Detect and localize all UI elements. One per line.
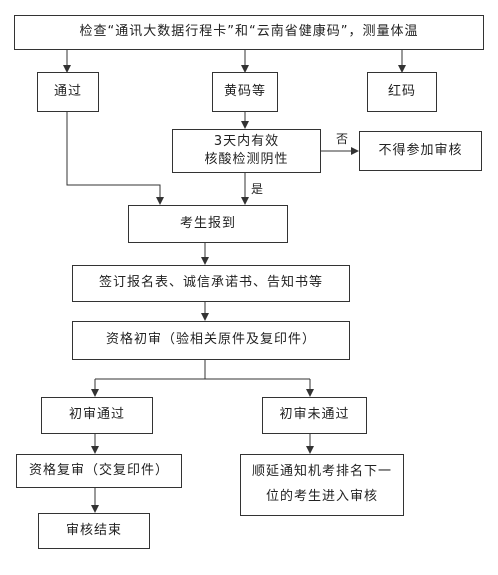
deny-box: 不得参加审核 [359, 131, 482, 171]
check-text: 检查“通讯大数据行程卡”和“云南省健康码”，测量体温 [79, 24, 419, 40]
yellow-code-text: 黄码等 [223, 83, 266, 99]
no-label: 否 [336, 132, 349, 146]
red-code-text: 红码 [387, 83, 416, 99]
initial-review-box: 资格初审（验相关原件及复印件） [72, 321, 350, 360]
yes-label: 是 [251, 182, 264, 196]
initial-review-text: 资格初审（验相关原件及复印件） [105, 332, 316, 348]
check-box: 检查“通讯大数据行程卡”和“云南省健康码”，测量体温 [14, 15, 484, 50]
next-candidate-line2: 位的考生进入审核 [265, 489, 378, 504]
register-text: 考生报到 [179, 215, 236, 231]
yellow-code-box: 黄码等 [212, 72, 278, 112]
pass-box: 通过 [37, 72, 99, 112]
sign-text: 签订报名表、诚信承诺书、告知书等 [98, 275, 323, 291]
initial-fail-text: 初审未通过 [279, 407, 350, 423]
re-review-box: 资格复审（交复印件） [16, 454, 182, 488]
initial-pass-box: 初审通过 [41, 397, 153, 434]
register-box: 考生报到 [128, 205, 288, 243]
initial-fail-box: 初审未通过 [262, 397, 367, 434]
end-box: 审核结束 [38, 513, 150, 549]
nucleic-test-box: 3天内有效 核酸检测阴性 [172, 129, 321, 173]
re-review-text: 资格复审（交复印件） [28, 462, 169, 478]
sign-box: 签订报名表、诚信承诺书、告知书等 [72, 265, 350, 302]
red-code-box: 红码 [367, 72, 437, 112]
deny-text: 不得参加审核 [378, 142, 463, 158]
pass-text: 通过 [53, 83, 82, 99]
nucleic-test-line2: 核酸检测阴性 [204, 152, 289, 167]
nucleic-test-line1: 3天内有效 [213, 134, 280, 150]
next-candidate-box: 顺延通知机考排名下一 位的考生进入审核 [240, 454, 404, 516]
initial-pass-text: 初审通过 [68, 407, 125, 423]
next-candidate-line1: 顺延通知机考排名下一 [251, 464, 392, 480]
end-text: 审核结束 [65, 522, 122, 538]
